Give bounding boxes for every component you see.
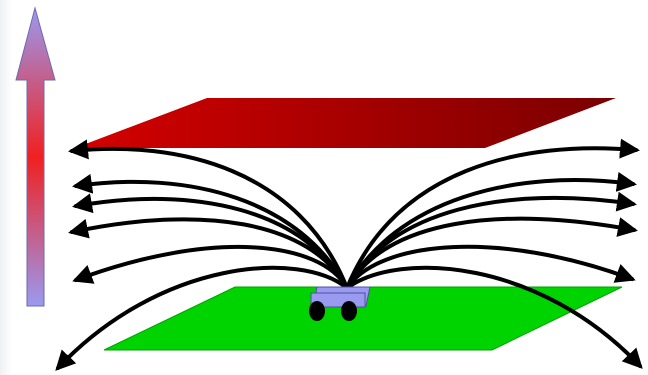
arc-left-5 xyxy=(76,247,347,288)
wheel-right xyxy=(341,301,357,321)
arc-right-5 xyxy=(347,247,632,288)
vertical-arrow-icon xyxy=(16,8,55,306)
wheel-left xyxy=(309,301,325,321)
upper-plane xyxy=(75,98,616,148)
